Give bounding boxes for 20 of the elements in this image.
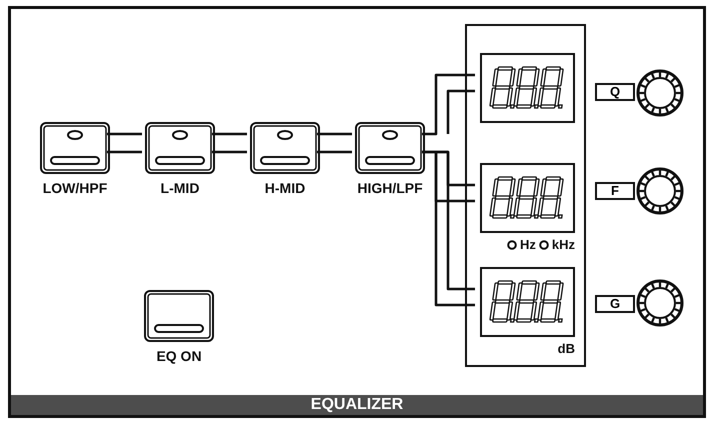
display-housing	[465, 24, 586, 367]
double-wire	[106, 132, 144, 154]
unit-label: dB	[558, 341, 575, 356]
equalizer-panel	[8, 6, 706, 418]
parameter-tab: F	[595, 182, 635, 200]
button-label: HIGH/LPF	[357, 180, 423, 196]
double-wire	[210, 132, 248, 154]
button-label: L-MID	[160, 180, 200, 196]
unit-label: kHz	[552, 237, 575, 252]
parameter-tab: Q	[595, 83, 635, 101]
button-label: H-MID	[264, 180, 306, 196]
double-wire	[316, 132, 354, 154]
button-label: LOW/HPF	[42, 180, 108, 196]
parameter-tab: G	[595, 295, 635, 313]
double-wire	[420, 74, 476, 136]
button-label: EQ ON	[156, 348, 202, 364]
double-wire	[420, 150, 476, 306]
panel-title-band: EQUALIZER	[11, 395, 703, 415]
segment-display	[480, 53, 575, 123]
unit-label: Hz	[520, 237, 536, 252]
